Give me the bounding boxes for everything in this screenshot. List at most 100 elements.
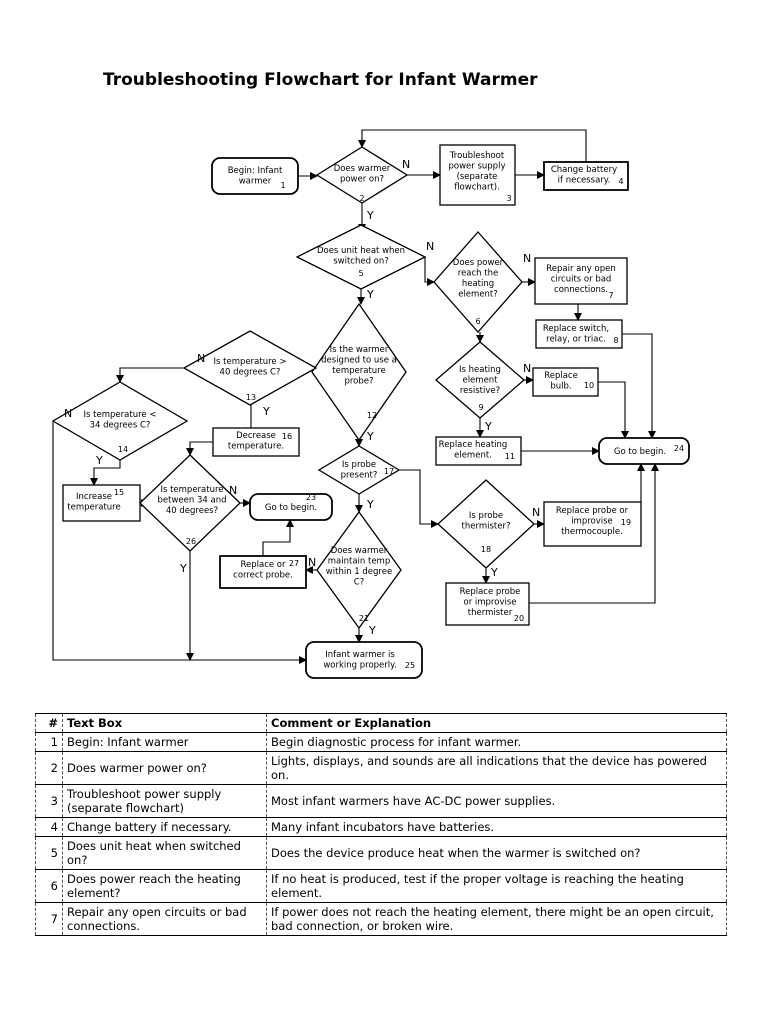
row-comment: Lights, displays, and sounds are all ind… (266, 751, 727, 785)
node-label-line: bulb. (550, 382, 571, 392)
node-number: 19 (621, 518, 631, 527)
process-box (543, 501, 642, 547)
node-label: Is temperature <34 degrees C? (84, 410, 157, 431)
row-comment: Does the device produce heat when the wa… (266, 836, 727, 870)
node-label-line: Troubleshoot (449, 151, 505, 161)
connector-34 (529, 463, 659, 604)
connector-20 (186, 441, 213, 456)
node-label-line: Is probe (469, 511, 503, 521)
process-box (212, 427, 300, 457)
node-number: 26 (186, 537, 196, 546)
decision-diamond (182, 330, 318, 406)
node-label-line: temperature. (228, 442, 284, 452)
branch-label-yes: Y (366, 498, 374, 511)
decision-diamond (317, 445, 401, 495)
node-label-line: Does warmer (331, 546, 388, 556)
node-label-line: correct probe. (233, 571, 293, 581)
node-label-line: Does power (453, 258, 504, 268)
connector-31 (622, 333, 656, 439)
node-label-line: Infant warmer is (325, 650, 395, 660)
node-label: Go to begin. (265, 503, 317, 513)
branch-label-yes: Y (484, 420, 492, 433)
row-text-box: Change battery if necessary. (62, 817, 267, 837)
flow-node-13: Is temperature >40 degrees C?13 (182, 330, 318, 406)
legend-header-textbox: Text Box (62, 713, 267, 733)
node-label-line: (separate (457, 172, 498, 182)
node-number: 14 (118, 445, 128, 454)
process-box (219, 555, 307, 589)
terminal-box (249, 493, 333, 521)
process-box (532, 367, 599, 397)
row-number: 2 (35, 751, 63, 785)
node-label-line: Replace heating (439, 440, 508, 450)
terminal-box (211, 157, 299, 195)
node-label-line: temperature (332, 366, 385, 376)
node-label-line: thermister (468, 608, 513, 618)
page-title: Troubleshooting Flowchart for Infant War… (103, 70, 538, 90)
node-label-line: flowchart). (454, 183, 500, 193)
node-label-line: designed to use a (321, 356, 397, 366)
node-label-line: within 1 degree (326, 567, 392, 577)
branch-label-yes: Y (262, 405, 270, 418)
row-comment: Begin diagnostic process for infant warm… (266, 732, 727, 752)
row-text-box: Does power reach the heating element? (62, 869, 267, 903)
branch-label-no: N (229, 484, 237, 497)
row-text-box: Begin: Infant warmer (62, 732, 267, 752)
node-label-line: Go to begin. (614, 447, 666, 457)
row-number: 1 (35, 732, 63, 752)
branch-label-yes: Y (366, 288, 374, 301)
process-box (535, 319, 623, 349)
process-box (534, 257, 628, 305)
node-label-line: relay, or triac. (546, 335, 606, 345)
node-number: 13 (246, 393, 256, 402)
connector-28 (262, 519, 294, 556)
node-label-line: Repair any open (546, 264, 615, 274)
process-box (543, 161, 629, 191)
node-number: 27 (289, 559, 299, 568)
node-label-line: Is heating (459, 365, 501, 375)
node-label-line: Does unit heat when (317, 246, 405, 256)
flow-node-23: Go to begin.23 (249, 493, 333, 521)
process-box (439, 144, 516, 206)
node-label-line: Replace or (240, 560, 286, 570)
node-label-line: 34 degrees C? (90, 421, 151, 431)
node-number: 1 (280, 181, 285, 190)
decision-diamond (316, 510, 402, 630)
connector-6 (424, 257, 435, 286)
node-number: 23 (306, 493, 316, 502)
node-label-line: connections. (554, 285, 608, 295)
row-number: 7 (35, 902, 63, 936)
branch-label-no: N (197, 352, 205, 365)
node-label-line: element (462, 376, 498, 386)
decision-diamond (139, 454, 241, 552)
process-box (435, 436, 522, 466)
node-label-line: Is temperature < (84, 410, 157, 420)
branch-label-no: N (64, 407, 72, 420)
process-box (62, 484, 141, 522)
node-number: 15 (114, 488, 124, 497)
connector-4 (358, 129, 587, 162)
connector-30 (598, 381, 629, 439)
node-label-line: C? (354, 578, 364, 588)
